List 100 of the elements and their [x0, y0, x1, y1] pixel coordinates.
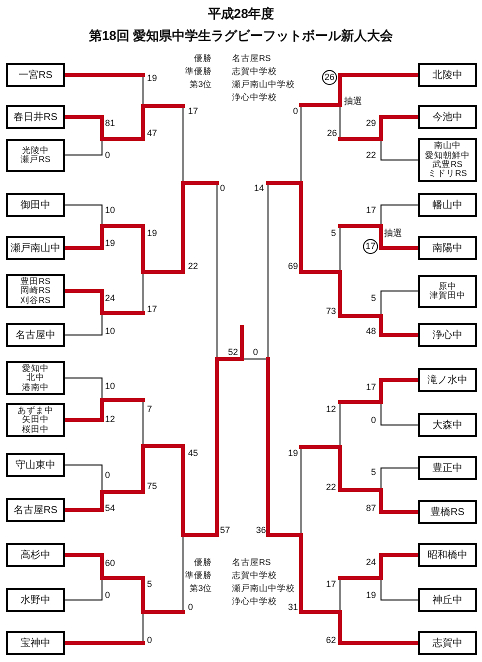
score-label: 7 — [147, 404, 152, 414]
team-box — [418, 631, 477, 655]
score-label: 36 — [256, 524, 266, 536]
score-label: 0 — [105, 590, 110, 600]
place-label: 第3位 — [189, 78, 212, 90]
team-box — [6, 236, 65, 260]
place-label: 準優勝 — [185, 570, 212, 580]
team-name: 豊橋RS — [430, 506, 464, 518]
circled-score: 17 — [363, 238, 378, 254]
score-label: 0 — [253, 346, 258, 358]
score-label: 81 — [105, 118, 116, 128]
team-name: 浄心中 — [432, 330, 462, 340]
score-label: 22 — [326, 482, 336, 492]
score-label: 69 — [288, 260, 298, 272]
score-label: 17 — [366, 204, 376, 216]
team-box — [418, 105, 477, 129]
team-box — [418, 138, 477, 182]
circled-score: 26 — [322, 70, 337, 84]
team-name: 南陽中 — [432, 242, 462, 254]
team-box — [418, 274, 477, 308]
team-name: 北陵中 — [432, 70, 462, 80]
team-box — [6, 403, 65, 437]
score-label: 31 — [288, 602, 298, 612]
team-box — [6, 361, 65, 395]
score-label: 52 — [228, 346, 238, 358]
team-name: 守山東中 — [16, 460, 56, 470]
team-name: 武豊RS — [432, 160, 462, 170]
score-label: 14 — [254, 182, 264, 194]
team-box — [6, 63, 65, 87]
team-result-name: 名古屋RS — [232, 52, 271, 64]
team-box — [6, 543, 65, 567]
score-label: 19 — [105, 238, 116, 248]
score-label: 45 — [188, 448, 198, 458]
team-name: 港南中 — [22, 382, 49, 392]
team-name: 豊田RS — [20, 276, 50, 286]
team-box — [6, 631, 65, 655]
team-name: 高杉中 — [20, 550, 50, 560]
team-name: 名古屋中 — [16, 330, 56, 340]
team-name: 岡崎RS — [20, 286, 50, 296]
score-label: 57 — [220, 524, 230, 536]
team-result-name: 浄心中学校 — [232, 596, 277, 606]
score-label: 10 — [105, 204, 116, 216]
score-label: 0 — [370, 414, 376, 426]
team-name: 滝ノ水中 — [428, 374, 468, 386]
team-box — [418, 500, 477, 524]
team-name: 原中 — [438, 282, 456, 291]
team-box — [418, 588, 477, 612]
score-label: 5 — [330, 228, 336, 238]
team-box — [6, 193, 65, 217]
score-label: 22 — [366, 150, 376, 160]
team-name: ミドリRS — [428, 169, 467, 179]
score-label: 0 — [147, 634, 152, 646]
team-result-name: 名古屋RS — [232, 556, 271, 568]
team-name: 御田中 — [20, 200, 50, 210]
team-result-name: 浄心中学校 — [232, 92, 277, 102]
score-label: 5 — [370, 466, 376, 478]
score-label: 5 — [370, 292, 376, 304]
team-box — [418, 236, 477, 260]
score-label: 60 — [105, 558, 116, 568]
team-name: 桜田中 — [22, 424, 49, 434]
team-name: 瀬戸RS — [20, 155, 50, 164]
score-label: 19 — [147, 72, 158, 84]
score-label: 26 — [326, 128, 337, 138]
team-name: 一宮RS — [18, 70, 52, 80]
team-name: 津賀田中 — [430, 291, 466, 300]
score-label: 0 — [105, 150, 110, 160]
score-label: 22 — [188, 260, 198, 272]
score-label: 10 — [105, 380, 116, 392]
score-label: 29 — [366, 118, 376, 128]
score-label: 0 — [292, 106, 298, 116]
team-name: 光陵中 — [22, 146, 49, 155]
score-label: 10 — [105, 326, 116, 336]
team-box — [6, 588, 65, 612]
score-label: 17 — [326, 578, 336, 590]
team-name: 南山中 — [434, 141, 461, 151]
team-name: 刈谷RS — [20, 296, 50, 306]
team-name: 春日井RS — [14, 112, 58, 122]
title: 第18回 愛知県中学生ラグビーフットボール新人大会 — [88, 28, 394, 44]
team-box — [418, 323, 477, 347]
score-label: 17 — [366, 382, 376, 392]
score-label: 17 — [147, 304, 158, 314]
lottery-note: 抽選 — [344, 96, 362, 106]
score-label: 24 — [366, 556, 376, 568]
team-result-name: 瀬戸南山中学校 — [232, 582, 295, 594]
score-label: 17 — [188, 106, 198, 116]
team-box — [418, 413, 477, 437]
score-label: 73 — [326, 306, 336, 316]
team-result-name: 志賀中学校 — [232, 66, 277, 76]
score-label: 54 — [105, 502, 116, 514]
team-box — [418, 368, 477, 392]
team-name: 愛知中 — [22, 364, 49, 373]
team-name: 北中 — [26, 373, 44, 383]
score-label: 47 — [147, 128, 158, 138]
team-result-name: 志賀中学校 — [232, 570, 277, 580]
subtitle: 平成28年度 — [206, 6, 276, 22]
team-result-name: 瀬戸南山中学校 — [232, 78, 295, 90]
team-name: 昭和橋中 — [428, 550, 468, 560]
score-label: 12 — [105, 414, 116, 424]
team-box — [6, 323, 65, 347]
team-box — [418, 193, 477, 217]
